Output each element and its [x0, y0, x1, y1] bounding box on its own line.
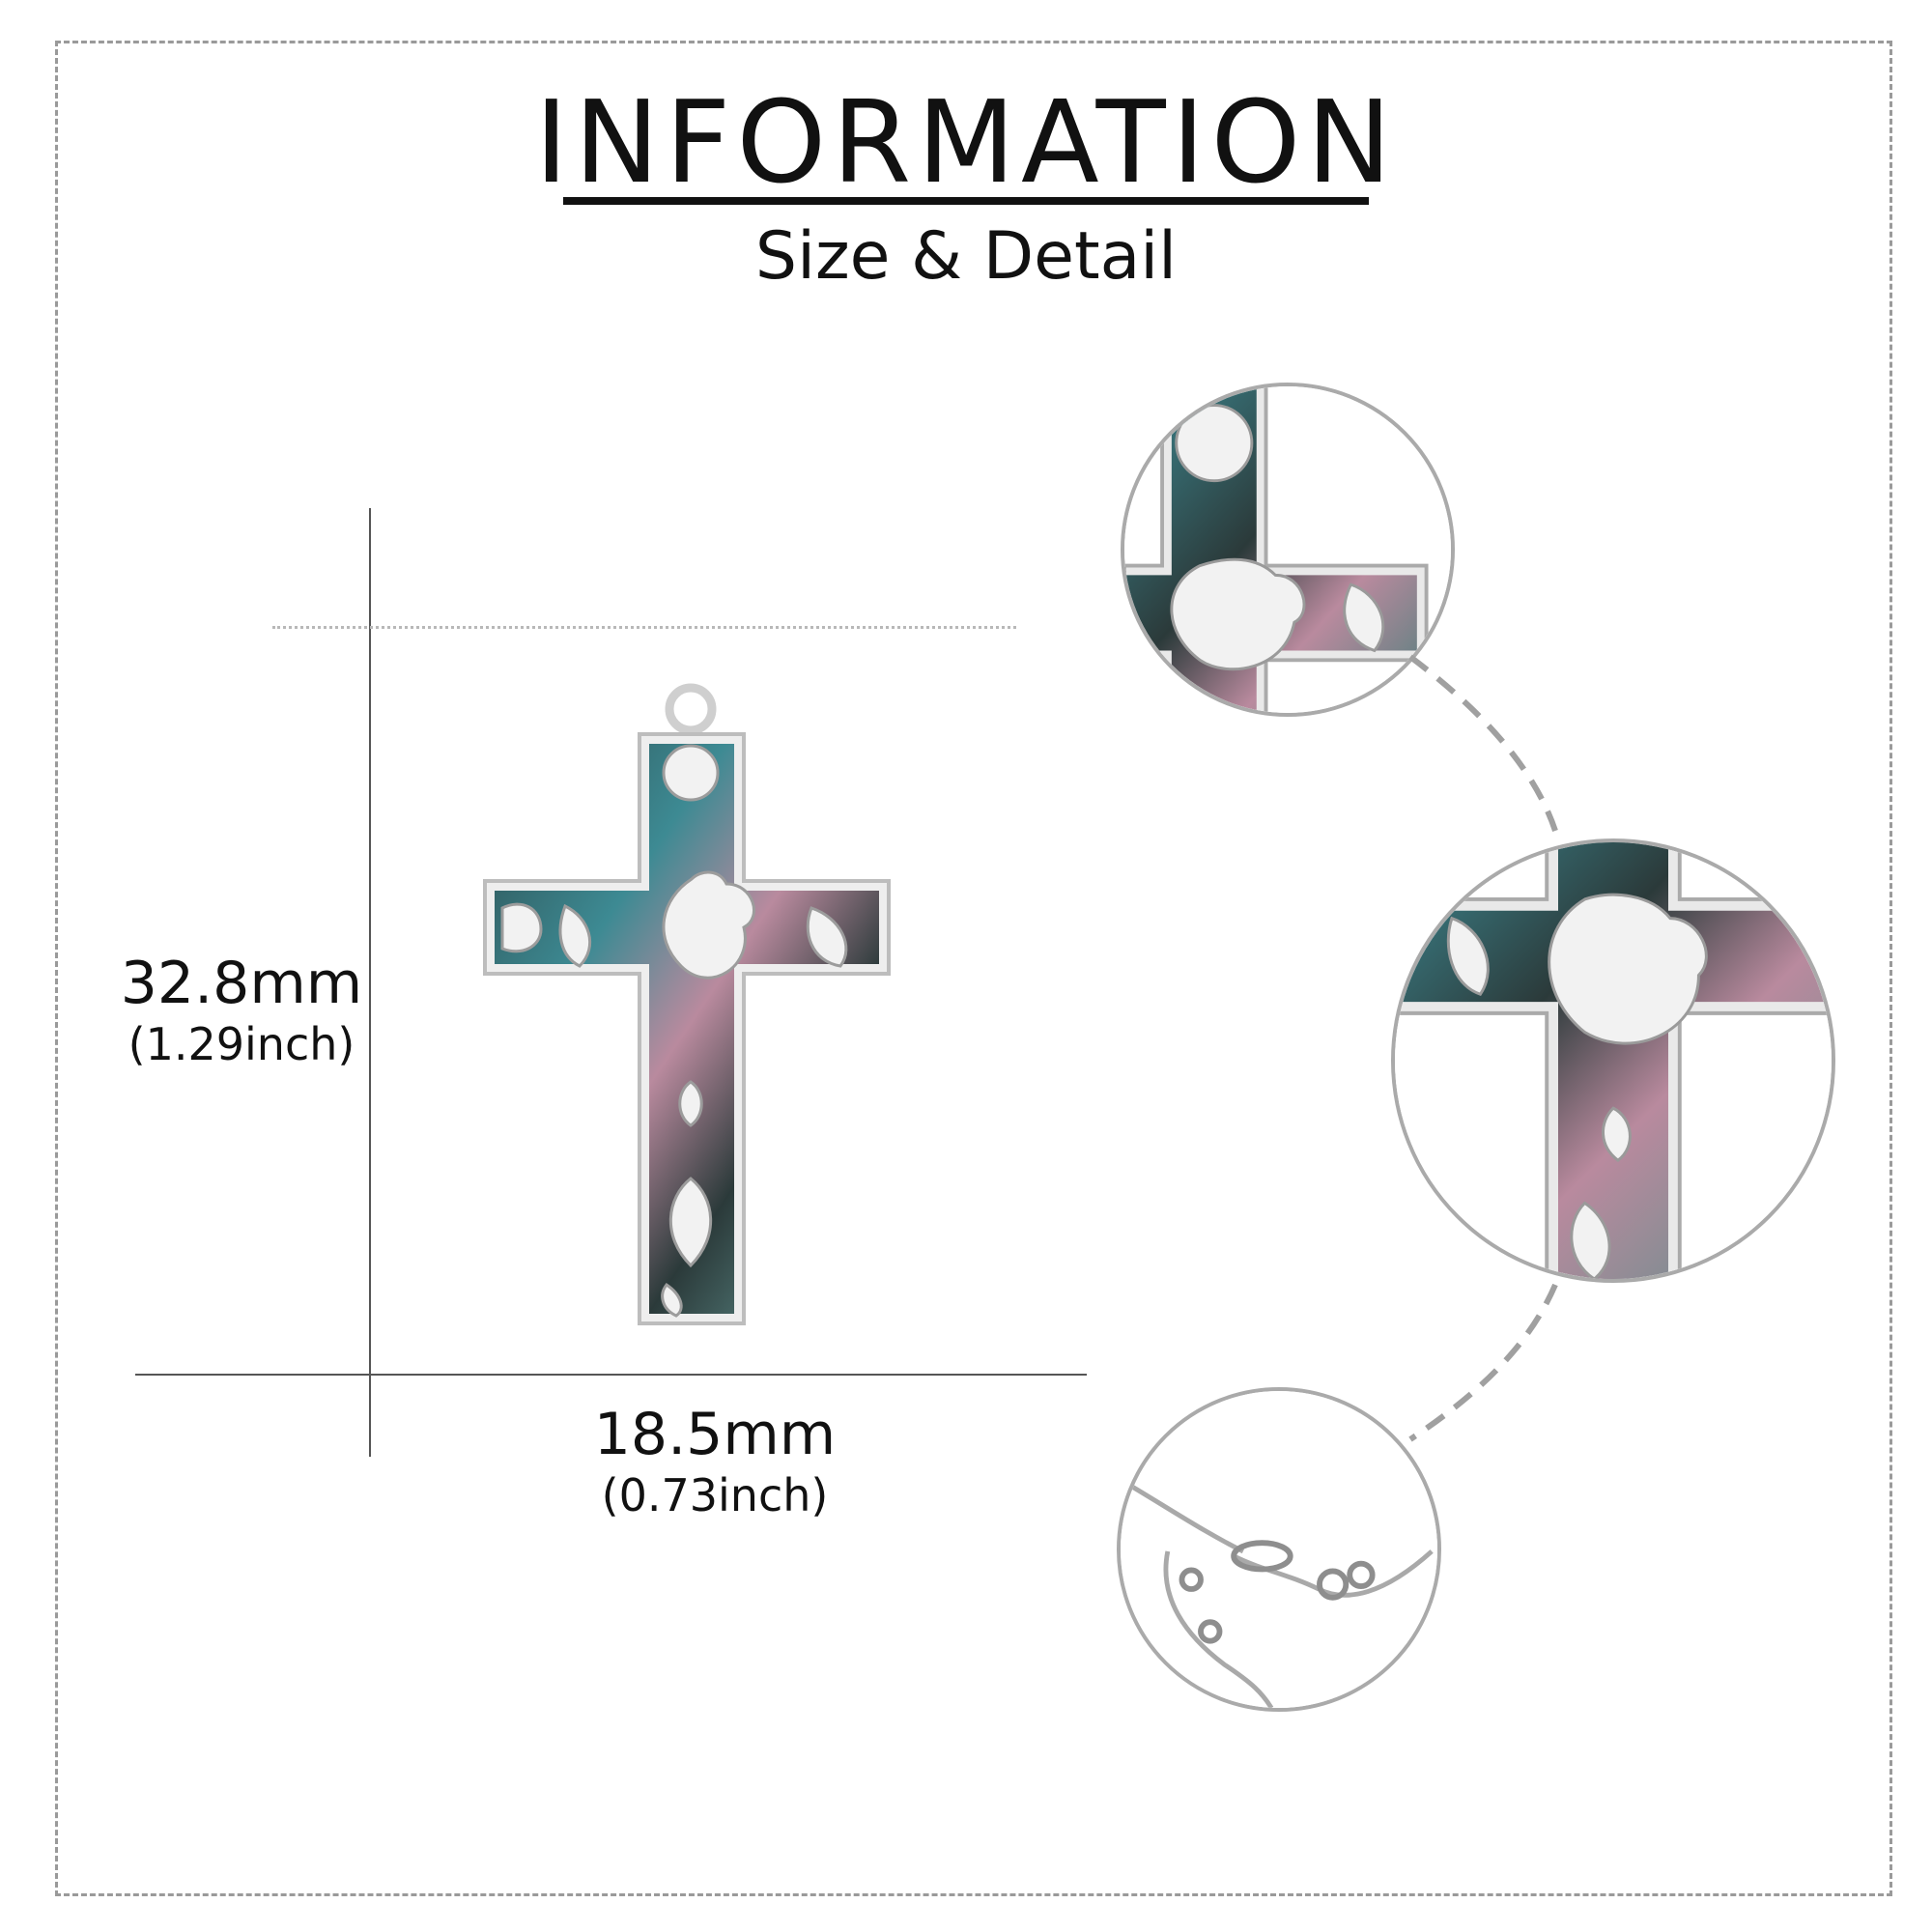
width-measure-line [135, 1374, 1087, 1376]
height-mm: 32.8mm [120, 950, 363, 1017]
cross-pendant-image [483, 683, 891, 1325]
zoom-center-image [1395, 842, 1832, 1279]
height-dimension: 32.8mm (1.29inch) [116, 954, 367, 1069]
page-subtitle: Size & Detail [754, 218, 1178, 295]
zoom-top-image [1124, 386, 1451, 713]
zoom-detail-center [1391, 838, 1835, 1283]
dashed-frame [55, 41, 1892, 1896]
height-inch: (1.29inch) [128, 1018, 355, 1070]
top-guide-line [272, 626, 1016, 629]
zoom-detail-chain [1117, 1387, 1441, 1712]
pendant-bail [665, 683, 717, 735]
width-mm: 18.5mm [593, 1401, 837, 1468]
zoom-detail-top [1121, 383, 1455, 717]
width-inch: (0.73inch) [601, 1469, 829, 1521]
height-measure-line [369, 508, 371, 1457]
page-title: INFORMATION [534, 75, 1398, 209]
zoom-chain-image [1121, 1391, 1437, 1708]
width-dimension: 18.5mm (0.73inch) [560, 1406, 869, 1520]
title-underline [563, 197, 1369, 205]
